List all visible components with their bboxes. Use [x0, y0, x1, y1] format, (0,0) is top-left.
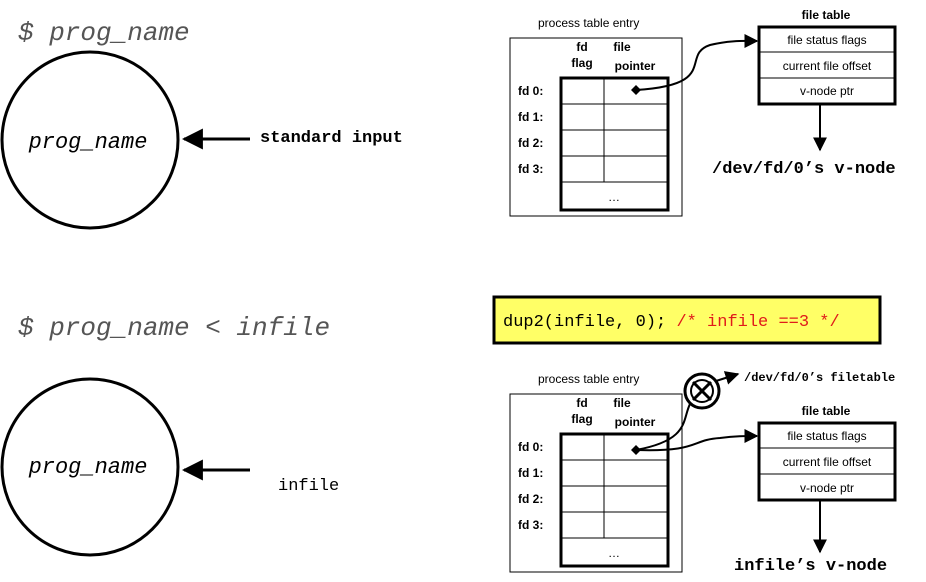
bottom-vnode-label: infile’s v-node: [734, 557, 887, 576]
top-file-table-row: v-node ptr: [800, 84, 854, 98]
top-pte-row-label: fd 3:: [518, 162, 543, 176]
top-file-table-box: [757, 25, 897, 106]
bottom-old-pointer-arrow: [715, 371, 740, 385]
dup2-code-call: dup2(infile, 0);: [503, 313, 676, 332]
bottom-input-label: infile: [278, 477, 339, 496]
bottom-file-table-box: [757, 421, 897, 502]
bottom-fd0-pointer-arrow: [631, 429, 759, 455]
bottom-pte-ellipsis: …: [608, 546, 620, 560]
bottom-pte-col-fdflag-2: flag: [571, 412, 592, 426]
dup2-code-comment: /* infile ==3 */: [676, 313, 839, 332]
top-pte-row-label: fd 2:: [518, 136, 543, 150]
top-file-table-title: file table: [802, 8, 851, 22]
top-fd0-pointer-arrow: [631, 33, 759, 95]
top-process-circle: [0, 50, 180, 230]
top-input-label: standard input: [260, 129, 403, 148]
bottom-file-table-row: v-node ptr: [800, 481, 854, 495]
removed-filetable-label: /dev/fd/0’s filetable: [744, 371, 895, 385]
bottom-pte-row-label: fd 2:: [518, 492, 543, 506]
top-pte-col-fdflag-1: fd: [576, 40, 587, 54]
top-pte-row-label: fd 0:: [518, 84, 543, 98]
bottom-pte-col-fdflag-1: fd: [576, 396, 587, 410]
top-vnode-label: /dev/fd/0’s v-node: [712, 160, 896, 179]
bottom-pte-row-label: fd 0:: [518, 440, 543, 454]
bottom-process-circle: [0, 377, 180, 557]
bottom-file-table-title: file table: [802, 404, 851, 418]
top-pte-fd-table: [559, 76, 670, 212]
top-pte-ellipsis: …: [608, 190, 620, 204]
top-process-label: prog_name: [28, 130, 148, 155]
bottom-pte-fd-table: [559, 432, 670, 568]
top-pte-title: process table entry: [538, 16, 639, 30]
bottom-command: $ prog_name < infile: [18, 313, 330, 343]
dup2-code-text: dup2(infile, 0); /* infile ==3 */: [503, 313, 840, 332]
top-command: $ prog_name: [18, 18, 190, 48]
bottom-pte-row-label: fd 3:: [518, 518, 543, 532]
bottom-pte-col-ptr-2: pointer: [615, 415, 656, 429]
bottom-pte-row-label: fd 1:: [518, 466, 543, 480]
top-file-table-row: current file offset: [783, 59, 872, 73]
bottom-pte-title: process table entry: [538, 372, 639, 386]
prohibited-icon: [683, 372, 721, 410]
bottom-process-label: prog_name: [28, 455, 148, 480]
bottom-file-table-row: current file offset: [783, 455, 872, 469]
top-pte-col-fdflag-2: flag: [571, 56, 592, 70]
top-file-table-row: file status flags: [787, 33, 866, 47]
top-pte-row-label: fd 1:: [518, 110, 543, 124]
dup2-code-box: [492, 295, 882, 345]
top-pte-col-ptr-1: file: [613, 40, 631, 54]
bottom-file-table-row: file status flags: [787, 429, 866, 443]
bottom-pte-outer-box: [509, 393, 683, 573]
bottom-pte-col-ptr-1: file: [613, 396, 631, 410]
top-pte-outer-box: [509, 37, 683, 217]
top-pte-col-ptr-2: pointer: [615, 59, 656, 73]
